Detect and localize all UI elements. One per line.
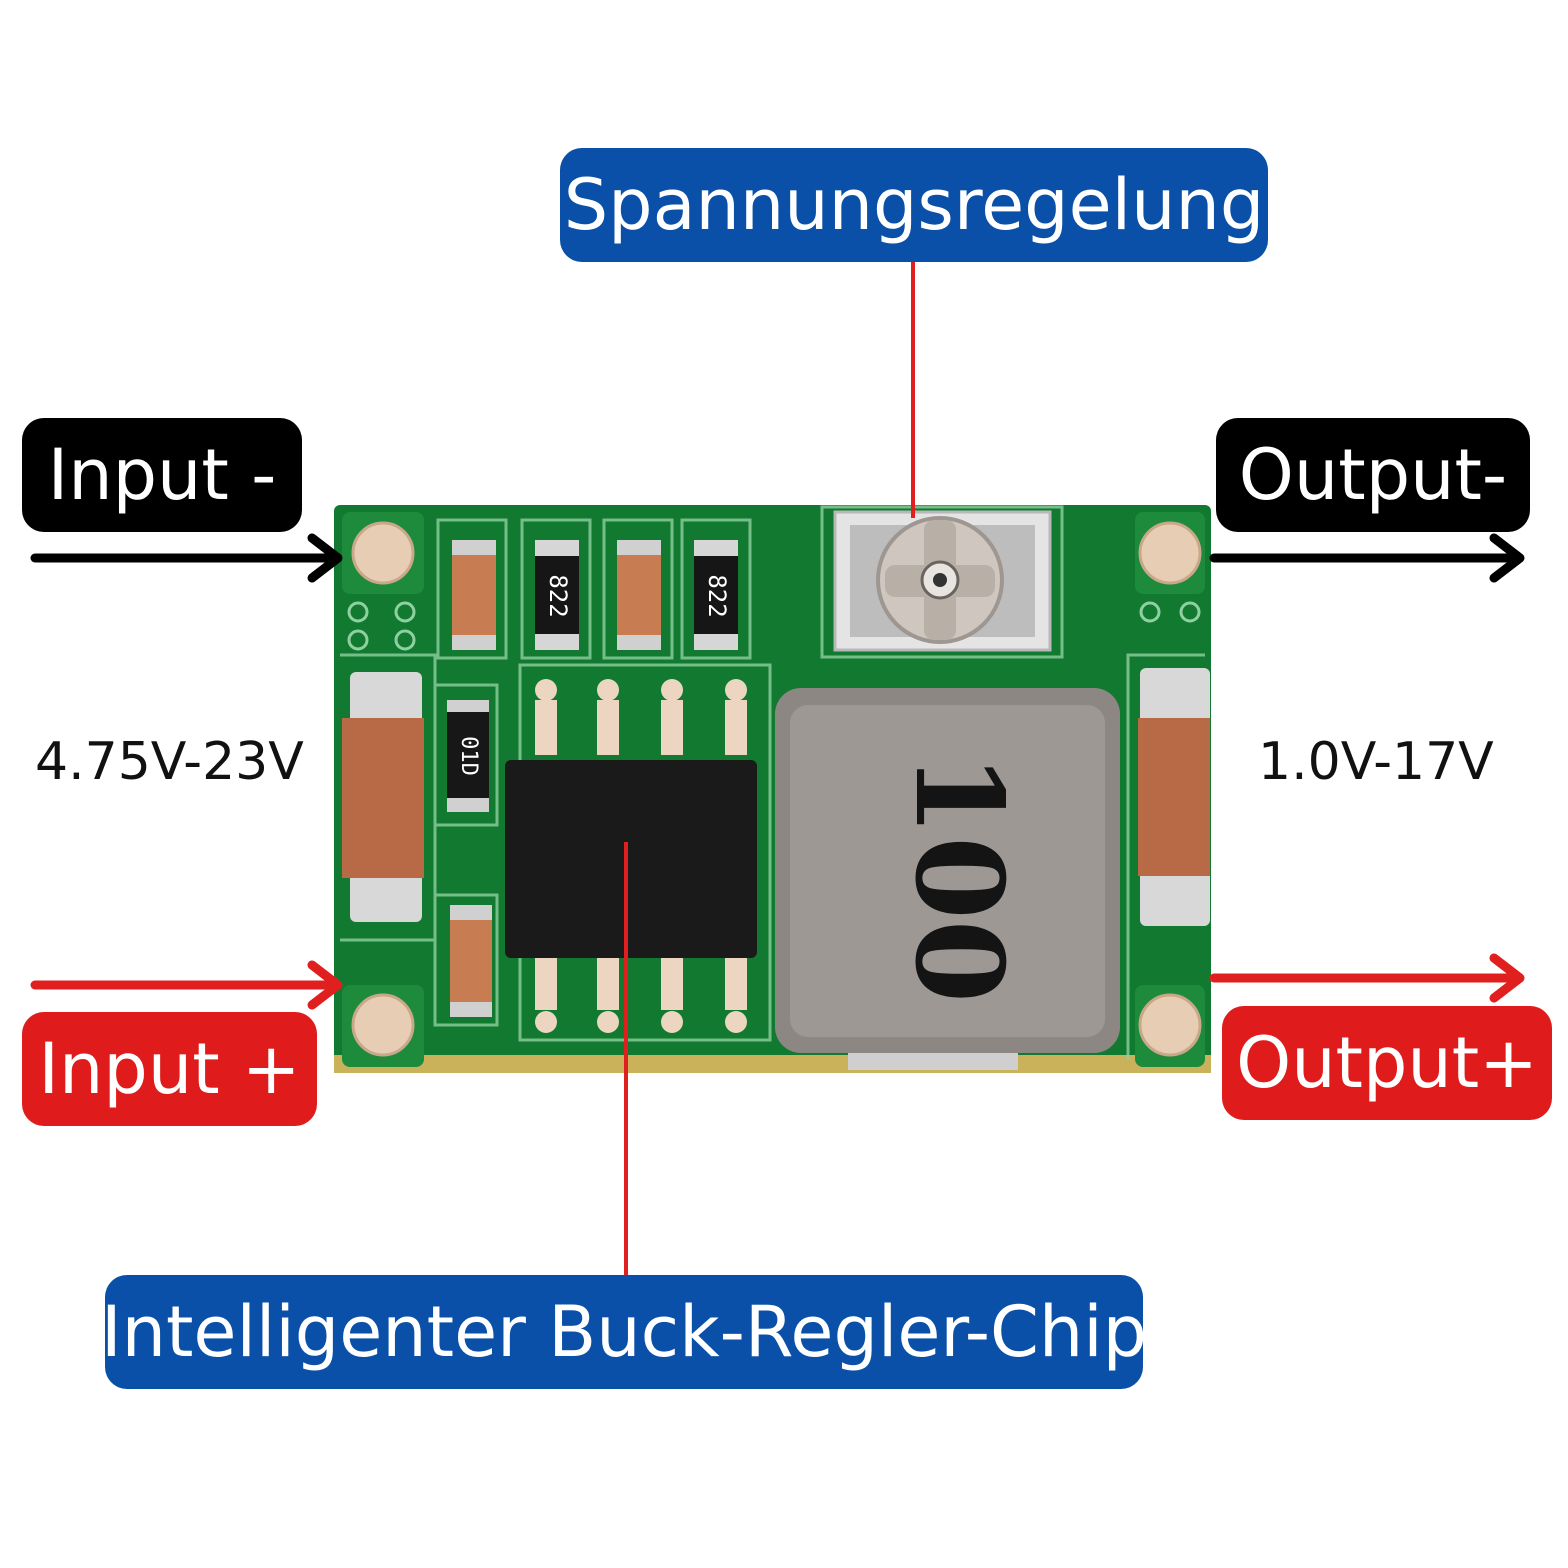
output-minus-arrow	[1209, 533, 1525, 583]
input-voltage-range: 4.75V-23V	[35, 732, 304, 792]
capacitor-right	[1138, 668, 1210, 926]
diode-01d-marking: 01D	[456, 736, 481, 776]
capacitor-left	[342, 672, 424, 922]
potentiometer	[833, 510, 1052, 652]
resistor-822-2-marking: 822	[703, 574, 731, 617]
resistor-822-1	[535, 540, 579, 650]
resistor-822-1-marking: 822	[544, 574, 572, 617]
output-plus-label: Output+	[1222, 1006, 1552, 1120]
inductor-100-marking: 100	[888, 753, 1029, 1004]
input-minus-label: Input -	[22, 418, 302, 532]
diode-01d	[447, 700, 489, 812]
capacitor-bottom-left	[450, 905, 492, 1017]
output-minus-label: Output-	[1216, 418, 1530, 532]
solder-pads	[342, 512, 1205, 1067]
ic-pins	[535, 679, 747, 1033]
output-plus-arrow	[1209, 953, 1525, 1003]
inductor-100	[775, 688, 1120, 1070]
input-plus-arrow	[30, 960, 343, 1010]
buck-regulator-chip	[505, 760, 757, 958]
input-minus-arrow	[30, 533, 343, 583]
chip-label: Intelligenter Buck-Regler-Chip	[101, 1275, 1147, 1389]
input-plus-label: Input +	[22, 1012, 317, 1126]
output-voltage-range: 1.0V-17V	[1258, 732, 1494, 792]
resistor-822-2	[694, 540, 738, 650]
voltage-adjust-label: Spannungsregelung	[560, 148, 1268, 262]
capacitor-top-1	[452, 540, 496, 650]
capacitor-top-2	[617, 540, 661, 650]
